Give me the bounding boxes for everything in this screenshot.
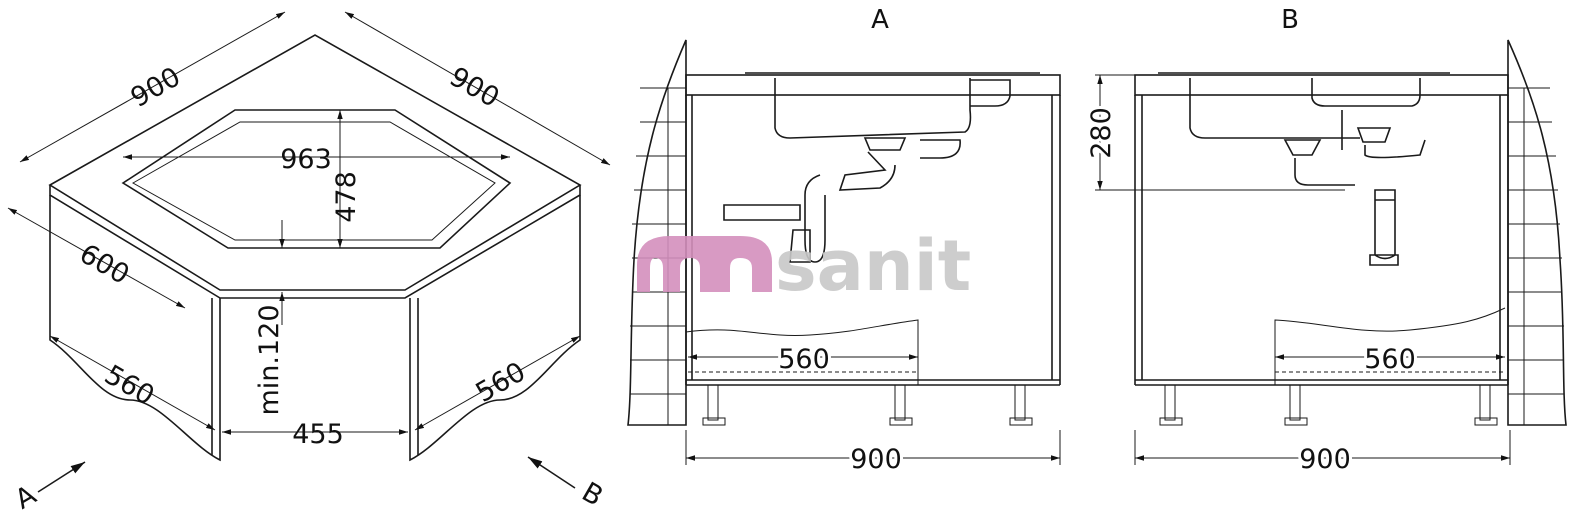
siphon (723, 137, 961, 263)
countertop (1134, 74, 1509, 96)
dim-top-left: 900 (126, 61, 186, 114)
dim-depth: 600 (74, 238, 134, 291)
sanit-logo: sanit (637, 225, 971, 307)
view-b-arrow (527, 456, 576, 489)
sink-basin (745, 72, 1040, 139)
dim-top-right: 900 (444, 61, 504, 114)
left-cabinet-panel (49, 195, 221, 462)
double-sink-basin (1158, 72, 1450, 139)
right-cabinet-panel (409, 195, 581, 462)
view-b-dim-560: 560 (1364, 344, 1416, 375)
view-b-dim-900: 900 (1299, 444, 1351, 475)
view-b: B 560 280 900 (1083, 5, 1567, 478)
double-siphon (1283, 110, 1426, 266)
wall (1507, 39, 1567, 426)
isometric-view: 900 900 963 478 600 min.120 560 560 455 … (7, 11, 611, 516)
dim-min-height: min.120 (254, 304, 285, 415)
view-a-arrow (37, 461, 86, 493)
view-a-dim-560: 560 (778, 344, 830, 375)
dim-front-opening: 455 (292, 419, 344, 450)
sink-cutout (121, 109, 512, 249)
arrow-b-label: B (576, 477, 608, 513)
dim-right-cabinet: 560 (471, 356, 531, 409)
dim-cutout-depth: 478 (331, 171, 362, 223)
view-a-title: A (871, 5, 889, 35)
countertop (685, 74, 1061, 96)
view-b-dim-280: 280 (1086, 107, 1117, 159)
dim-left-cabinet: 560 (99, 359, 159, 412)
logo-text: sanit (775, 225, 971, 307)
view-a-dim-900: 900 (850, 444, 902, 475)
view-b-title: B (1281, 5, 1299, 35)
wall (627, 39, 687, 426)
arrow-a-label: A (10, 479, 42, 515)
dim-cutout-width: 963 (280, 144, 332, 175)
